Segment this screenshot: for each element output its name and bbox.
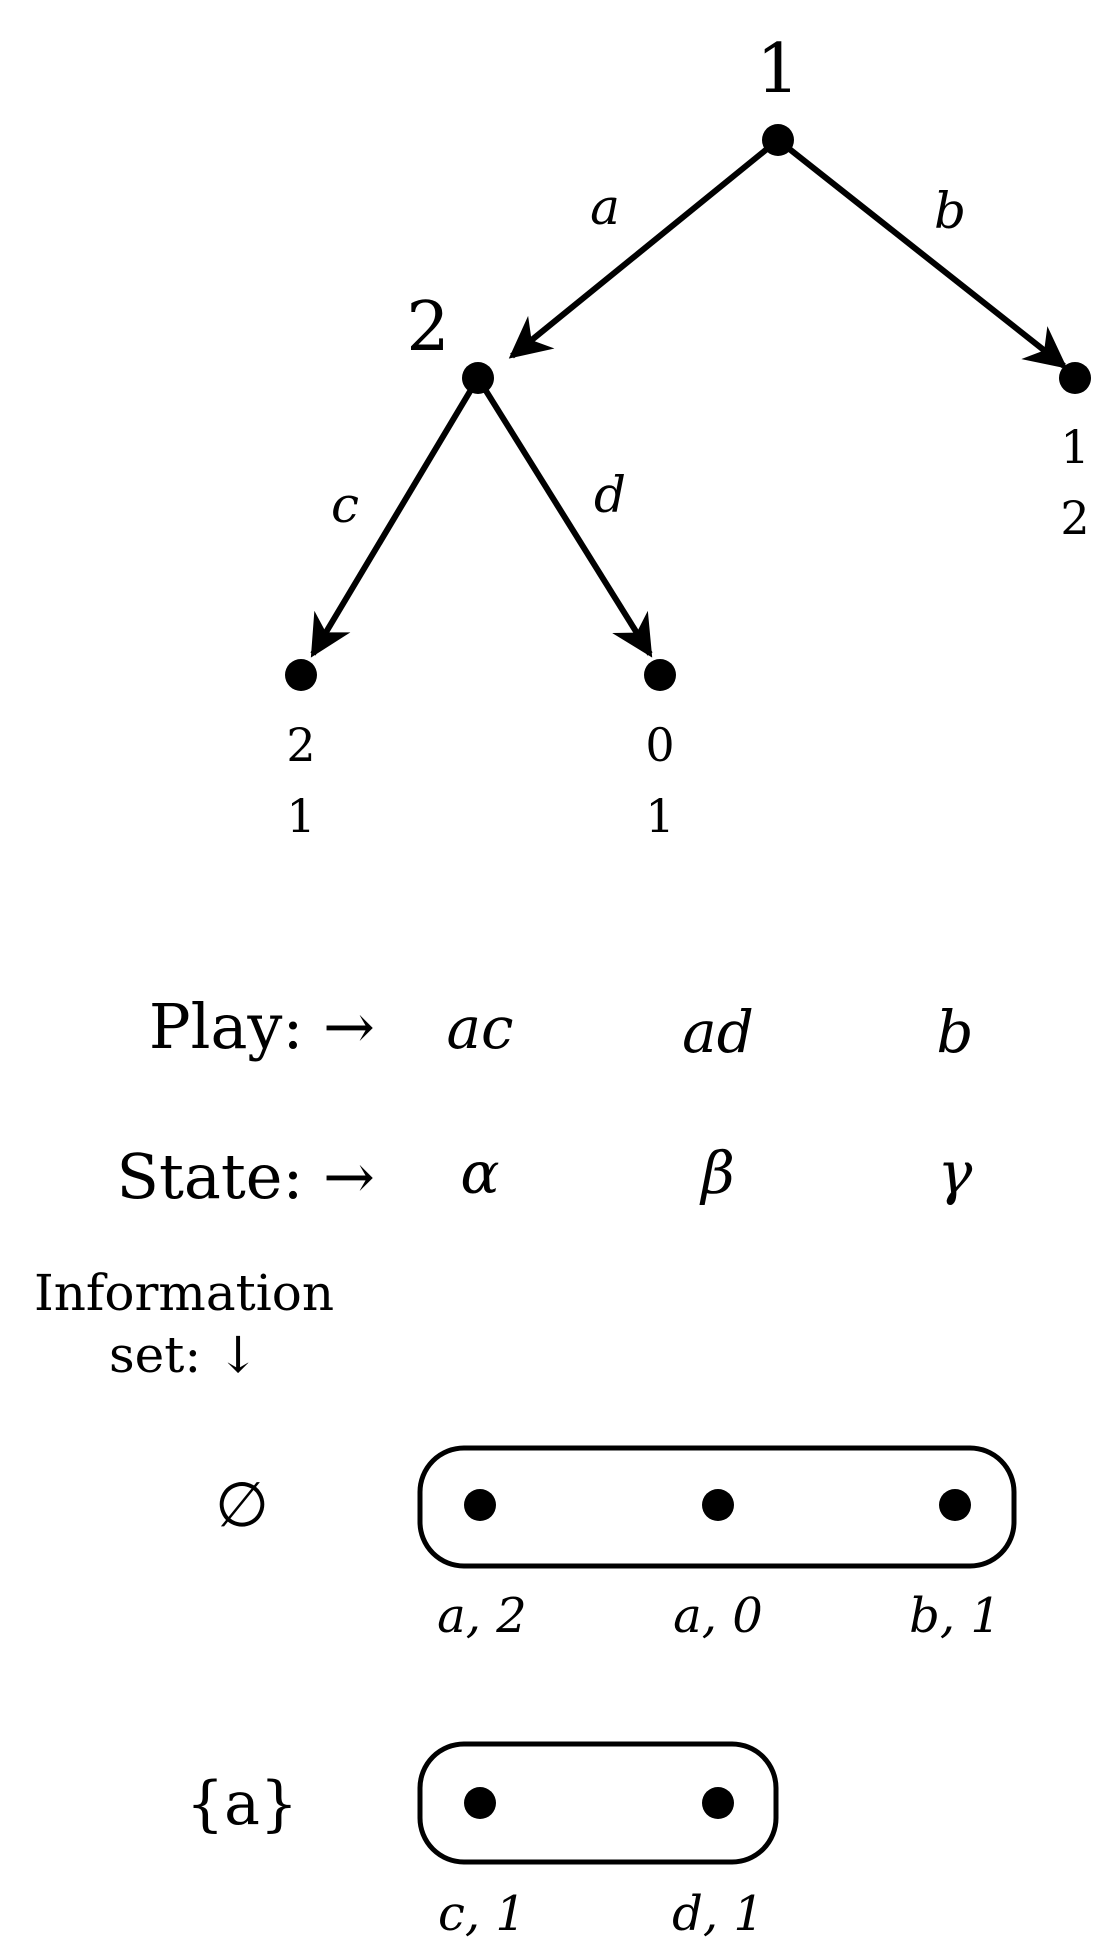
info-header-line1: Information (34, 1264, 334, 1322)
payoff-d-player2: 1 (645, 789, 674, 843)
info-set-box-empty (417, 1445, 1017, 1569)
play-row: Play: → ac ad b (149, 990, 974, 1066)
edge-label-a: a (590, 178, 620, 236)
edge-label-b: b (934, 182, 966, 240)
information-set-header: Information set: ↓ (34, 1264, 334, 1384)
payoff-c-player2: 1 (286, 789, 315, 843)
payoff-b-player2: 2 (1060, 491, 1089, 545)
play-item-ad: ad (682, 998, 754, 1066)
state-item-gamma: γ (938, 1139, 973, 1207)
edge-a (508, 137, 780, 359)
root-node (762, 124, 794, 156)
play-item-b: b (936, 998, 973, 1066)
payoff-c-player1: 2 (286, 718, 315, 772)
state-item-alpha: α (460, 1139, 499, 1207)
info-set-node (464, 1489, 496, 1521)
info-set-node (702, 1787, 734, 1819)
edge-label-c: c (331, 476, 359, 534)
information-set-empty: ∅ a, 2 a, 0 b, 1 (215, 1445, 1017, 1644)
play-row-label: Play: → (149, 990, 375, 1063)
info-set-node (702, 1489, 734, 1521)
state-row-label: State: → (116, 1140, 375, 1213)
info-set-node (464, 1787, 496, 1819)
info-set-label-empty: ∅ (215, 1468, 269, 1541)
info-set-node-label: d, 1 (672, 1886, 764, 1942)
root-player-label: 1 (756, 30, 799, 109)
terminal-node-b (1059, 362, 1091, 394)
info-set-node (939, 1489, 971, 1521)
info-set-box-a (417, 1741, 779, 1865)
edge-c (310, 376, 481, 658)
edge-d (475, 376, 653, 658)
inner-player-label: 2 (406, 288, 449, 367)
state-row: State: → α β γ (116, 1139, 972, 1213)
info-set-node-label: a, 2 (437, 1588, 527, 1644)
game-tree: 1 2 a b c d 1 2 2 1 0 1 (285, 30, 1091, 843)
info-set-node-label: b, 1 (909, 1588, 1001, 1644)
payoff-b-player1: 1 (1060, 420, 1089, 474)
info-header-line2: set: ↓ (109, 1326, 259, 1384)
edge-label-d: d (594, 466, 626, 524)
info-set-label-a: {a} (186, 1769, 298, 1839)
terminal-node-d (644, 659, 676, 691)
info-set-node-label: a, 0 (673, 1588, 763, 1644)
information-set-a: {a} c, 1 d, 1 (186, 1741, 779, 1942)
edge-b (776, 137, 1068, 369)
payoff-d-player1: 0 (645, 718, 674, 772)
info-set-node-label: c, 1 (438, 1886, 526, 1942)
play-item-ac: ac (446, 994, 513, 1062)
player-2-node (462, 362, 494, 394)
state-item-beta: β (699, 1139, 735, 1207)
terminal-node-c (285, 659, 317, 691)
